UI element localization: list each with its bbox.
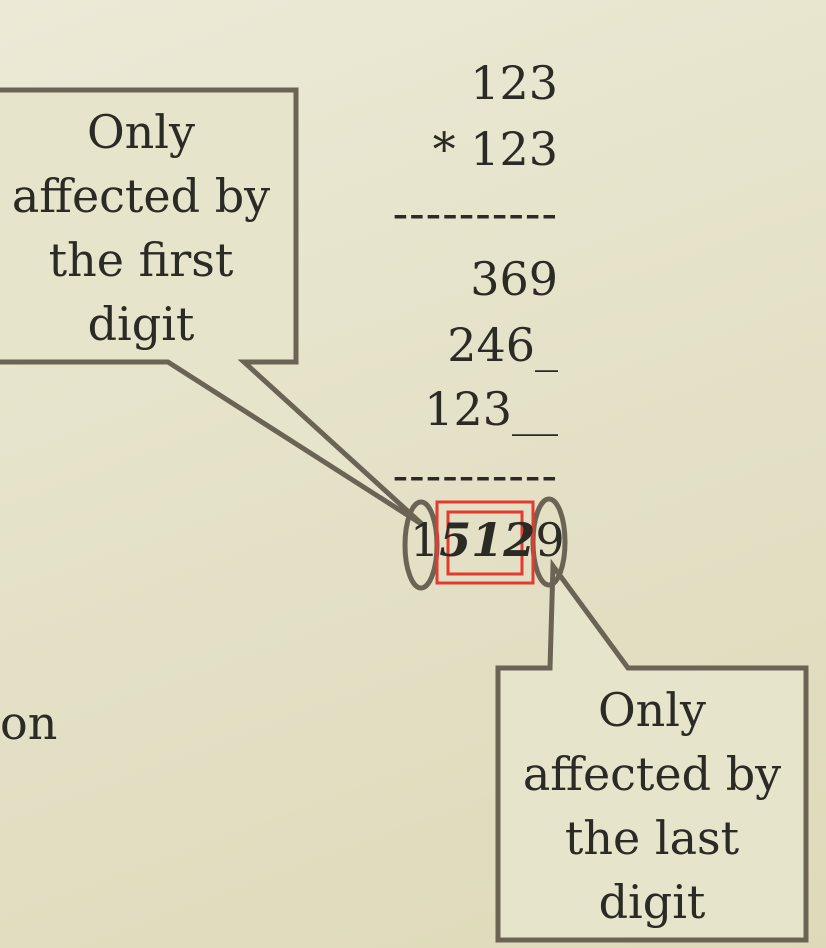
callout-last-line-3: the last <box>564 811 740 865</box>
multiplicand: 123 <box>470 56 558 110</box>
result-middle-digits: 512 <box>439 513 536 567</box>
callout-last-line-1: Only <box>597 683 707 737</box>
partial-product-2: 246_ <box>447 318 558 372</box>
callout-first-digit-text: Only affected by the first digit <box>0 100 282 356</box>
separator-line-2: ---------- <box>392 448 558 502</box>
callout-last-line-2: affected by <box>522 747 782 801</box>
callout-first-line-2: affected by <box>11 169 271 223</box>
cut-off-text-fragment: on <box>0 696 58 750</box>
multiplier: * 123 <box>432 122 558 176</box>
callout-last-line-4: digit <box>598 875 706 929</box>
callout-first-digit-shape <box>0 87 425 528</box>
partial-product-3: 123__ <box>424 382 558 436</box>
callout-last-digit-text: Only affected by the last digit <box>500 678 804 934</box>
partial-product-1: 369 <box>470 252 558 306</box>
product-result: 15129 <box>410 517 565 563</box>
result-first-digit: 1 <box>410 513 440 567</box>
separator-line-1: ---------- <box>392 186 558 240</box>
result-last-digit: 9 <box>535 513 565 567</box>
callout-first-line-4: digit <box>87 297 195 351</box>
middle-digits-inner-highlight <box>446 510 524 576</box>
middle-digits-outer-highlight <box>435 500 535 585</box>
callout-last-digit-shape <box>495 558 809 943</box>
callout-first-line-1: Only <box>86 105 196 159</box>
callout-first-line-3: the first <box>48 233 234 287</box>
